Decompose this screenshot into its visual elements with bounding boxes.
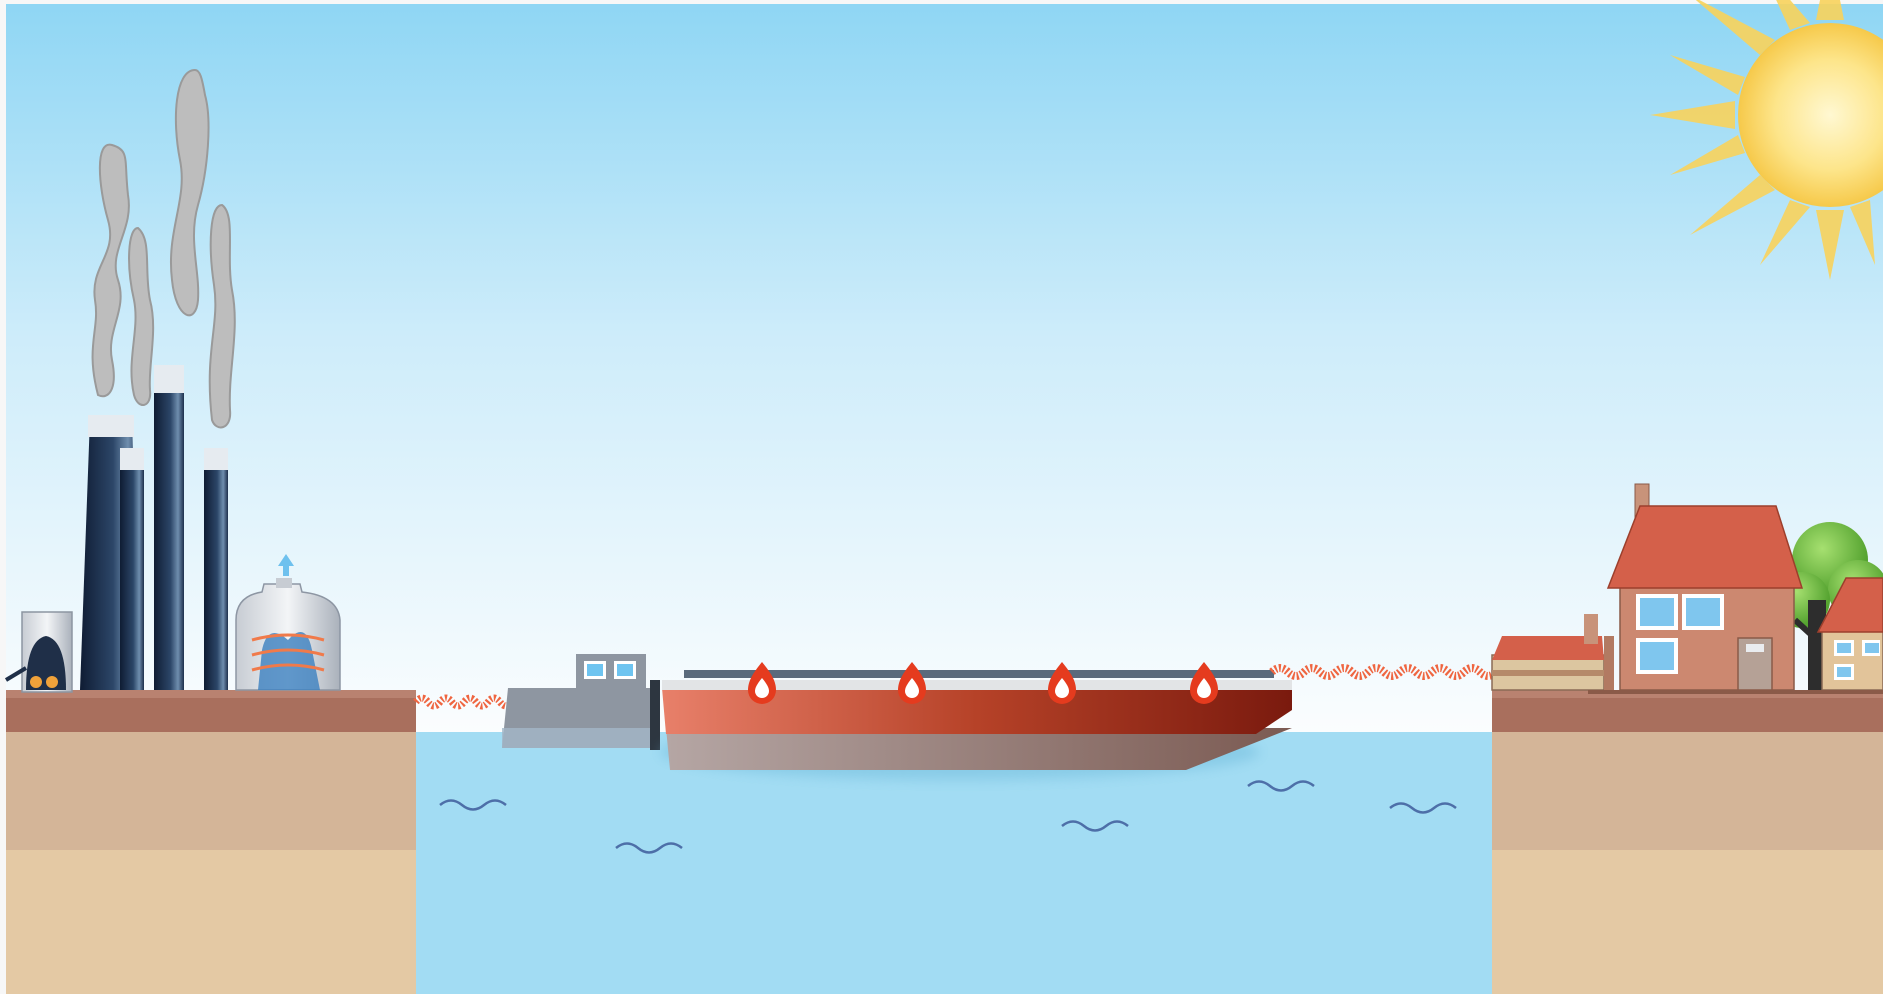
door bbox=[1738, 638, 1772, 690]
window bbox=[1636, 594, 1678, 630]
left-bank bbox=[6, 690, 416, 994]
window bbox=[1682, 594, 1724, 630]
right-bank bbox=[1492, 690, 1883, 994]
house-with-chimney bbox=[1608, 484, 1802, 690]
right-bank-edge bbox=[1588, 690, 1883, 694]
window bbox=[1636, 638, 1678, 674]
